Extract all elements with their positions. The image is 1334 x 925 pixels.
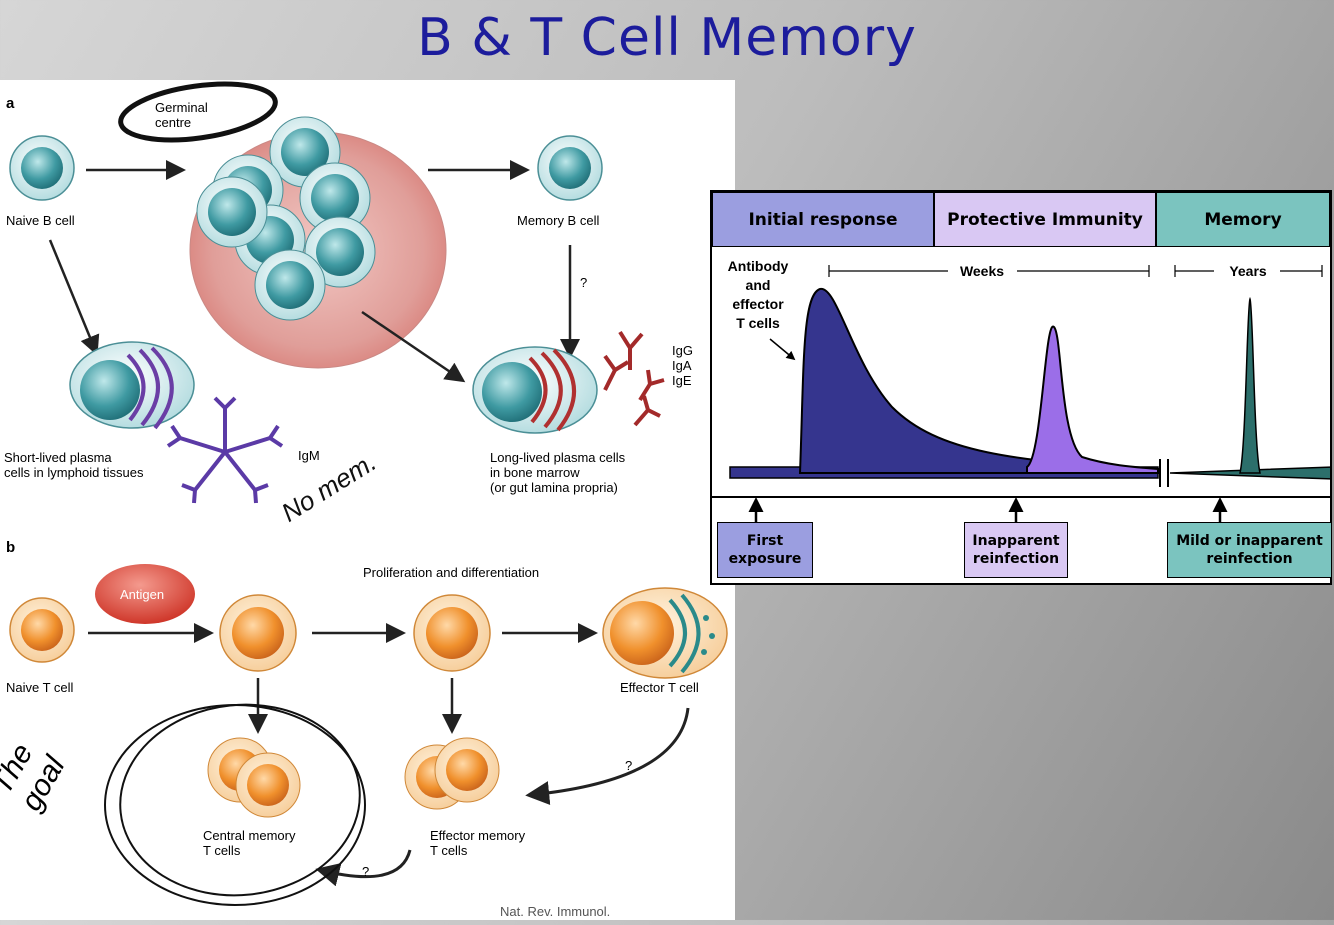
header-protective-immunity: Protective Immunity bbox=[934, 192, 1156, 247]
initial-response-curve bbox=[798, 287, 1159, 474]
handwritten-circle-1 bbox=[104, 704, 366, 906]
naive-t-cell bbox=[9, 597, 75, 663]
citation-fragment: Nat. Rev. Immunol. bbox=[500, 904, 610, 919]
naive-b-cell bbox=[9, 135, 75, 201]
header-memory: Memory bbox=[1156, 192, 1330, 247]
central-memory-t-cells bbox=[207, 737, 301, 818]
question-mark-t1: ? bbox=[625, 758, 632, 773]
memory-b-cell-label: Memory B cell bbox=[517, 213, 599, 228]
handwriting-the-goal: Thegoal bbox=[0, 733, 72, 817]
effector-t-cell bbox=[602, 587, 728, 679]
naive-b-cell-label: Naive B cell bbox=[6, 213, 75, 228]
weeks-label: Weeks bbox=[960, 263, 1004, 279]
antigen-label: Antigen bbox=[120, 587, 164, 602]
panel-b-label: b bbox=[6, 539, 15, 556]
igm-pentamer-icon bbox=[166, 396, 284, 504]
header-initial-response: Initial response bbox=[712, 192, 934, 247]
long-lived-plasma-cell bbox=[472, 346, 598, 434]
activated-t-cell-1 bbox=[219, 594, 297, 672]
handwritten-circle-germinal bbox=[118, 81, 278, 143]
immune-response-panel: Initial response Protective Immunity Mem… bbox=[710, 190, 1332, 585]
germinal-centre bbox=[189, 116, 447, 369]
question-mark-t2: ? bbox=[362, 864, 369, 879]
reinfection-curve bbox=[1026, 325, 1159, 474]
antigen bbox=[95, 564, 195, 624]
effector-t-cell-label: Effector T cell bbox=[620, 680, 699, 695]
panel-a-label: a bbox=[6, 95, 15, 112]
question-mark-b: ? bbox=[580, 275, 587, 290]
memory-peak bbox=[1239, 296, 1261, 474]
naive-t-cell-label: Naive T cell bbox=[6, 680, 74, 695]
short-lived-plasma-cell bbox=[69, 341, 195, 430]
years-label: Years bbox=[1229, 263, 1267, 279]
proliferation-label: Proliferation and differentiation bbox=[363, 565, 539, 580]
handwriting-no-mem: No mem. bbox=[276, 446, 381, 527]
activated-t-cell-2 bbox=[413, 594, 491, 672]
effector-memory-t-cells bbox=[404, 737, 500, 810]
handwritten-circle-2 bbox=[119, 703, 361, 897]
igm-label: IgM bbox=[298, 448, 320, 463]
antibody-icon bbox=[603, 330, 665, 427]
slide-title: B & T Cell Memory bbox=[417, 8, 917, 68]
memory-b-cell bbox=[537, 135, 603, 201]
